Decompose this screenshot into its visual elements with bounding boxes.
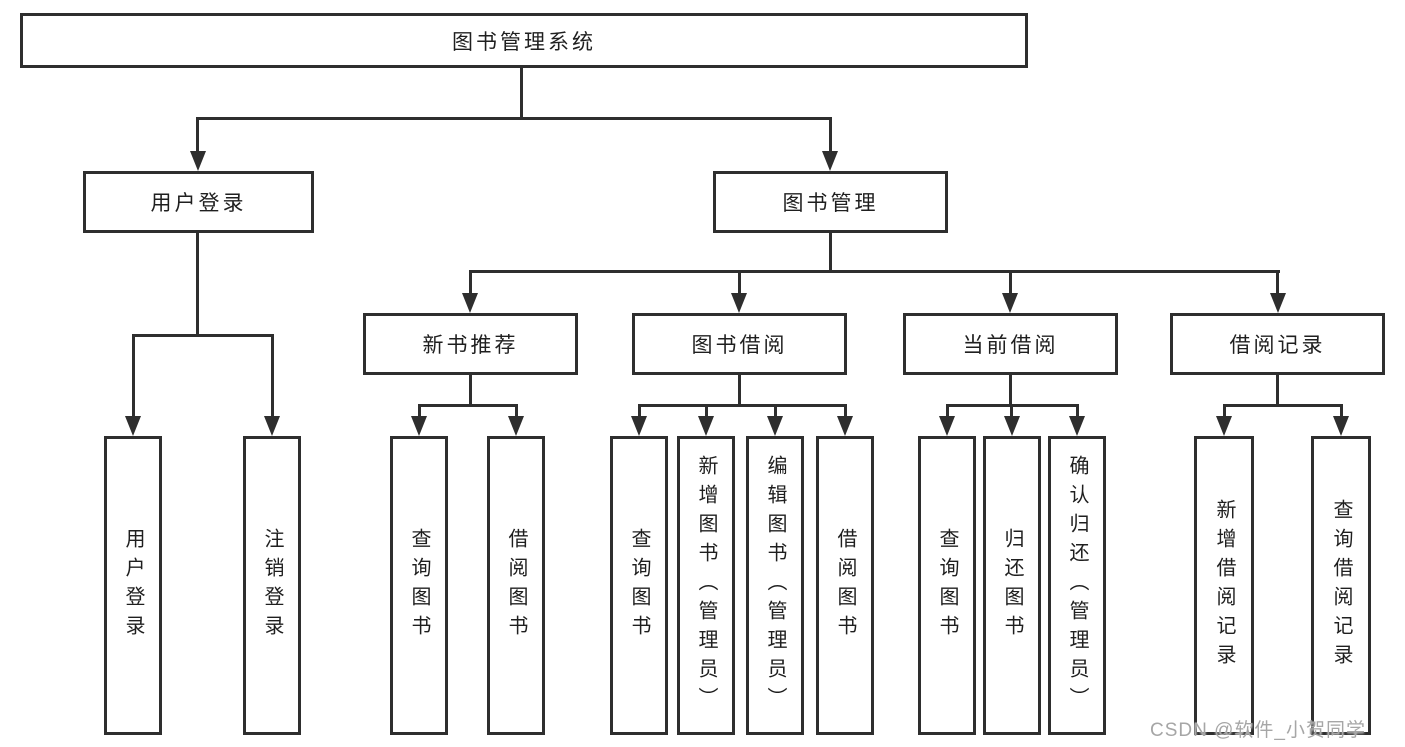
connector-line	[1223, 404, 1226, 418]
leaf-label: 归还图书	[1001, 527, 1023, 644]
leaf-label: 确认归还（管理员）	[1066, 455, 1088, 716]
node-book-management: 图书管理	[713, 171, 948, 233]
connector-line	[196, 117, 199, 152]
connector-line	[1223, 404, 1343, 407]
node-label: 新书推荐	[422, 334, 519, 357]
connector-line	[844, 404, 847, 418]
connector-line	[829, 117, 832, 152]
leaf-query-books-current: 查询图书	[918, 436, 976, 735]
node-new-book-recommend: 新书推荐	[363, 313, 578, 375]
connector-line	[1076, 404, 1079, 418]
connector-line	[1276, 375, 1279, 406]
connector-line	[469, 270, 472, 293]
arrow-down-icon	[631, 416, 647, 436]
connector-line	[829, 232, 832, 272]
node-label: 当前借阅	[962, 334, 1059, 357]
connector-line	[774, 404, 777, 418]
arrow-down-icon	[508, 416, 524, 436]
connector-line	[515, 404, 518, 418]
connector-line	[418, 404, 421, 418]
node-label: 用户登录	[150, 192, 247, 215]
leaf-query-books-recommend: 查询图书	[390, 436, 448, 735]
leaf-label: 查询图书	[936, 527, 958, 644]
arrow-down-icon	[264, 416, 280, 436]
arrow-down-icon	[1004, 416, 1020, 436]
leaf-return-books: 归还图书	[983, 436, 1041, 735]
leaf-label: 查询借阅记录	[1330, 498, 1352, 673]
connector-line	[469, 270, 1280, 273]
arrow-down-icon	[939, 416, 955, 436]
arrow-down-icon	[767, 416, 783, 436]
leaf-confirm-return-admin: 确认归还（管理员）	[1048, 436, 1106, 735]
connector-line	[638, 404, 847, 407]
node-label: 图书管理系统	[452, 30, 596, 54]
arrow-down-icon	[1216, 416, 1232, 436]
connector-line	[132, 334, 135, 416]
connector-line	[1010, 404, 1013, 418]
leaf-label: 查询图书	[408, 527, 430, 644]
node-label: 图书管理	[782, 192, 879, 215]
leaf-query-books-borrowing: 查询图书	[610, 436, 668, 735]
node-user-login: 用户登录	[83, 171, 314, 233]
arrow-down-icon	[411, 416, 427, 436]
node-label: 图书借阅	[691, 334, 788, 357]
connector-line	[638, 404, 641, 418]
leaf-label: 新增图书（管理员）	[695, 455, 717, 716]
arrow-down-icon	[698, 416, 714, 436]
leaf-borrow-books-recommend: 借阅图书	[487, 436, 545, 735]
leaf-query-borrow-record: 查询借阅记录	[1311, 436, 1371, 735]
node-book-borrowing: 图书借阅	[632, 313, 847, 375]
arrow-down-icon	[837, 416, 853, 436]
leaf-user-login: 用户登录	[104, 436, 162, 735]
leaf-label: 注销登录	[261, 527, 283, 644]
connector-line	[418, 404, 518, 407]
arrow-down-icon	[190, 151, 206, 171]
connector-line	[271, 334, 274, 416]
csdn-watermark: CSDN @软件_小贺同学	[1150, 720, 1366, 741]
connector-line	[1340, 404, 1343, 418]
connector-line	[469, 375, 472, 406]
connector-line	[1009, 270, 1012, 293]
connector-line	[705, 404, 708, 418]
arrow-down-icon	[1069, 416, 1085, 436]
leaf-logout: 注销登录	[243, 436, 301, 735]
node-library-management-system: 图书管理系统	[20, 13, 1028, 68]
arrow-down-icon	[1002, 293, 1018, 313]
node-label: 借阅记录	[1229, 334, 1326, 357]
connector-line	[1276, 270, 1279, 293]
arrow-down-icon	[125, 416, 141, 436]
node-current-borrowing: 当前借阅	[903, 313, 1118, 375]
arrow-down-icon	[462, 293, 478, 313]
leaf-label: 借阅图书	[505, 527, 527, 644]
arrow-down-icon	[1333, 416, 1349, 436]
connector-line	[196, 117, 832, 120]
connector-line	[738, 270, 741, 293]
connector-line	[738, 375, 741, 406]
leaf-label: 借阅图书	[834, 527, 856, 644]
arrow-down-icon	[822, 151, 838, 171]
node-borrowing-records: 借阅记录	[1170, 313, 1385, 375]
connector-line	[132, 334, 274, 337]
leaf-edit-books-admin: 编辑图书（管理员）	[746, 436, 804, 735]
arrow-down-icon	[731, 293, 747, 313]
leaf-add-borrow-record: 新增借阅记录	[1194, 436, 1254, 735]
leaf-label: 查询图书	[628, 527, 650, 644]
leaf-label: 用户登录	[122, 527, 144, 644]
leaf-borrow-books: 借阅图书	[816, 436, 874, 735]
connector-line	[520, 66, 523, 118]
connector-line	[1009, 375, 1012, 406]
connector-line	[196, 232, 199, 336]
connector-line	[946, 404, 949, 418]
leaf-add-books-admin: 新增图书（管理员）	[677, 436, 735, 735]
leaf-label: 编辑图书（管理员）	[764, 455, 786, 716]
leaf-label: 新增借阅记录	[1213, 498, 1235, 673]
arrow-down-icon	[1270, 293, 1286, 313]
